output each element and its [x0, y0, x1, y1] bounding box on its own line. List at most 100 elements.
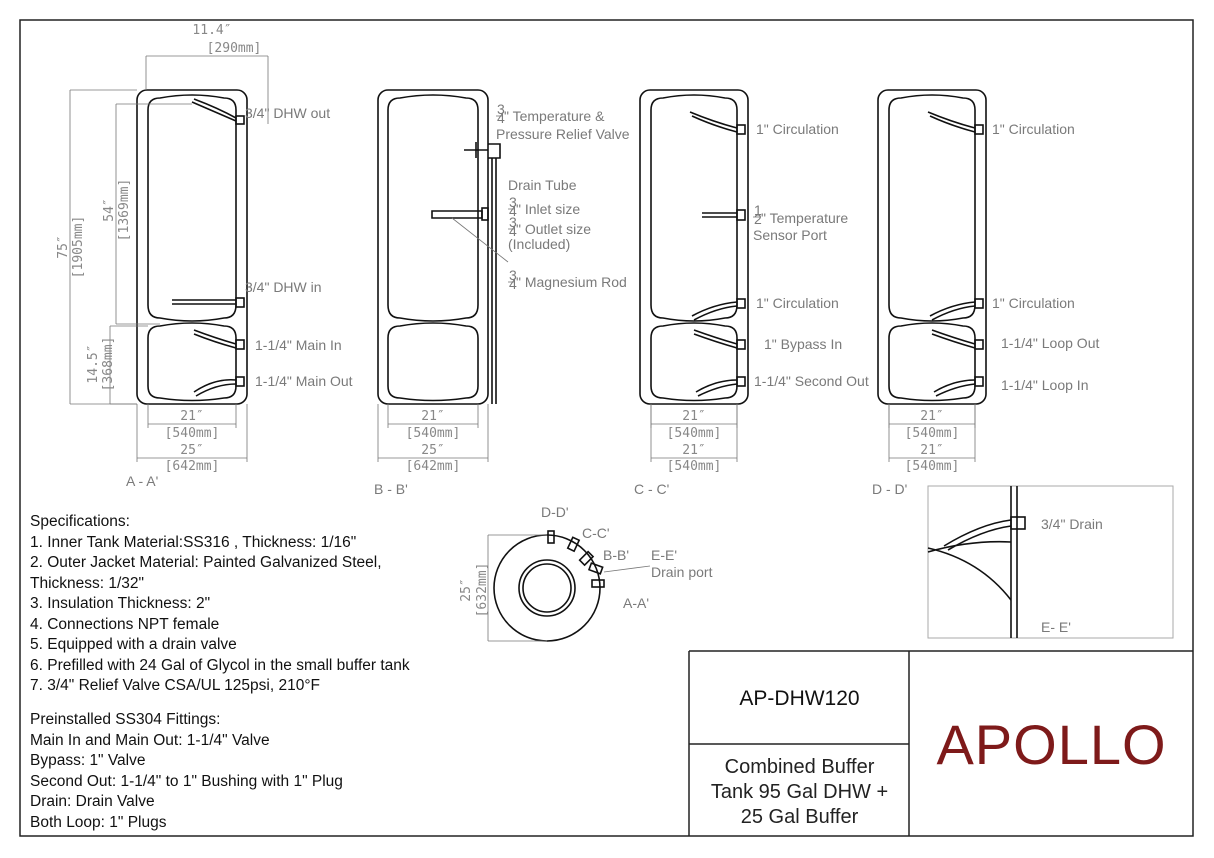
svg-text:3: 3 [509, 194, 517, 210]
circ-top-port [736, 124, 746, 135]
label-inlet: " Inlet size [516, 201, 580, 217]
svg-text:4: 4 [497, 110, 505, 126]
dim-top-mm: [290mm] [207, 41, 262, 56]
detail-e-e: 3/4" Drain E- E' [927, 485, 1174, 639]
loop-out-port [974, 339, 984, 350]
circ-top-pipe [689, 111, 738, 133]
drain-port [1010, 516, 1026, 530]
label-bypass: 1" Bypass In [764, 336, 842, 352]
specifications-heading: Specifications: [30, 513, 130, 530]
dim-inner-mm: [540mm] [667, 426, 722, 441]
fittings-heading: Preinstalled SS304 Fittings: [30, 711, 221, 728]
second-out-port [736, 376, 746, 387]
dim-diameter-mm: [632mm] [475, 563, 490, 618]
dim-inner-line [387, 404, 479, 428]
loop-in-pipe [933, 379, 976, 397]
fraction-trv: 3 4 [496, 101, 505, 126]
drain-port-leader [603, 565, 651, 573]
label-bb: B-B' [603, 547, 629, 563]
drain-pipe [943, 519, 1012, 551]
inner-tank-inner [522, 563, 572, 613]
spec-item: 1. Inner Tank Material:SS316 , Thickness… [30, 533, 357, 551]
label-main-in: 1-1/4" Main In [255, 337, 342, 353]
fraction-temp: 1 2 [753, 202, 762, 227]
label-included: (Included) [508, 236, 570, 252]
dim-total-mm: [1905mm] [71, 216, 86, 279]
inlet-bar [431, 210, 483, 219]
port-dd [547, 530, 555, 544]
svg-text:1: 1 [754, 202, 762, 218]
dim-outer-in: 25″ [180, 443, 203, 458]
label-circ-top: 1" Circulation [992, 121, 1075, 137]
fraction-magnesium: 3 4 [508, 267, 517, 292]
dim-inner-in: 21″ [682, 409, 705, 424]
port-bb [578, 550, 595, 567]
dim-outer-in: 25″ [421, 443, 444, 458]
dhw-in-port [235, 297, 245, 308]
dim-top-in: 11.4″ [192, 23, 231, 38]
svg-text:3: 3 [497, 101, 505, 117]
dim-inner-in: 21″ [421, 409, 444, 424]
magnesium-leader [451, 217, 509, 263]
loop-out-pipe [931, 329, 976, 349]
tank-outline [877, 89, 987, 405]
outer-jacket [493, 534, 601, 642]
dim-outer-line [650, 404, 738, 462]
label-cc: C-C' [582, 525, 610, 541]
tank-outline [639, 89, 749, 405]
description-line: Tank 95 Gal DHW + [710, 780, 889, 803]
detail-frame [927, 485, 1174, 639]
tank-curve [927, 540, 1012, 601]
svg-text:2: 2 [754, 211, 762, 227]
label-circ-top: 1" Circulation [756, 121, 839, 137]
circ-bottom-pipe [691, 301, 738, 321]
dim-lower-line [109, 325, 148, 405]
inner-tank-outer [518, 559, 576, 617]
dim-outer-line [136, 404, 248, 462]
lower-tank [387, 322, 479, 402]
label-outlet: " Outlet size [516, 221, 591, 237]
dim-diameter-in: 25″ [459, 578, 474, 601]
spec-item: 6. Prefilled with 24 Gal of Glycol in th… [30, 656, 410, 674]
circ-top-pipe [927, 111, 976, 133]
dim-inner-line [147, 404, 237, 428]
label-magnesium: " Magnesium Rod [516, 274, 627, 290]
sheet-border [19, 19, 1194, 837]
spec-item: 2. Outer Jacket Material: Painted Galvan… [30, 554, 382, 571]
inlet-port [481, 207, 489, 221]
label-loop-in: 1-1/4" Loop In [1001, 377, 1088, 393]
spec-item: 4. Connections NPT female [30, 615, 220, 633]
circ-bottom-port [736, 298, 746, 309]
label-dhw-out: 3/4" DHW out [245, 105, 330, 121]
svg-text:3: 3 [509, 214, 517, 230]
fraction-outlet: 3 4 [508, 214, 517, 239]
title-block-lines [688, 650, 1193, 836]
dim-lower-mm: [368mm] [101, 337, 116, 392]
temp-sensor [702, 212, 737, 218]
view-c-c: 21″ [540mm] 21″ [540mm] 1" Circulation 1… [634, 89, 869, 497]
top-view: 25″ [632mm] D-D' C-C' B-B' E-E' Drain po… [459, 504, 713, 642]
main-in-port [235, 339, 245, 350]
port-ee [587, 562, 604, 575]
svg-text:4: 4 [509, 203, 517, 219]
main-in-pipe [193, 329, 237, 349]
tank-outline [136, 89, 248, 405]
description-line: 25 Gal Buffer [740, 805, 859, 828]
dim-inner-mm: [540mm] [905, 426, 960, 441]
dim-inner-in: 21″ [180, 409, 203, 424]
second-out-pipe [695, 379, 738, 397]
dim-inner-mm: [540mm] [406, 426, 461, 441]
temp-sensor-port [736, 209, 746, 221]
port-aa [591, 579, 605, 588]
spec-item: 7. 3/4" Relief Valve CSA/UL 125psi, 210°… [30, 677, 320, 694]
dim-inner-mm: [540mm] [165, 426, 220, 441]
section-b-b: B - B' [374, 481, 408, 497]
main-out-pipe [193, 378, 237, 397]
label-circ-bottom: 1" Circulation [756, 295, 839, 311]
svg-text:4: 4 [509, 276, 517, 292]
dim-diameter-line [487, 534, 547, 642]
bypass-pipe [693, 329, 738, 349]
fittings-block: Preinstalled SS304 Fittings: Main In and… [30, 710, 343, 833]
fitting-item: Bypass: 1" Valve [30, 752, 146, 769]
